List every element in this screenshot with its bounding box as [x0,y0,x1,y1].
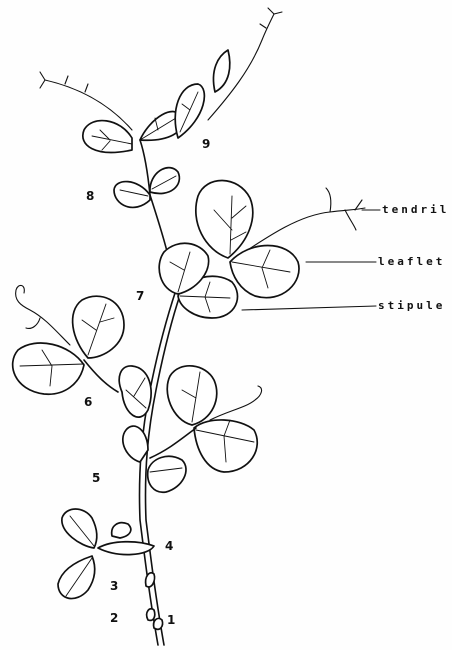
callout-stipule: stipule [378,300,445,311]
node-label-6: 6 [84,396,92,408]
leaflet-8-left [114,182,150,208]
bud-1 [154,618,163,629]
node-label-5: 5 [92,472,100,484]
stipule-top [213,50,229,92]
callout-line-stipule [242,306,376,310]
leaflet-5-lower [148,456,186,492]
leaflet-5-right [194,420,257,472]
node-label-3: 3 [110,580,118,592]
node-label-9: 9 [202,138,210,150]
leaflet-7-top [196,180,253,258]
stipule-4 [98,542,154,555]
node-label-1: 1 [167,614,175,626]
leaflet-top-left [83,121,132,153]
leaflet-8-right [150,168,179,194]
mid-tendril [210,386,262,420]
node-label-8: 8 [86,190,94,202]
bud-2 [147,609,155,621]
left-top-tendril [45,80,132,130]
callout-leaflet: leaflet [378,256,445,267]
leaflet-5-left [123,426,148,462]
bud-3 [146,573,155,587]
leaflet-6-stem [119,366,151,417]
leaflet-6-lower [13,343,84,394]
callout-tendril: tendril [382,204,449,215]
leaflet-4-small [112,523,131,538]
left-tendril [16,285,70,345]
node-label-2: 2 [110,612,118,624]
node-label-4: 4 [165,540,173,552]
leaflet-4-upper [62,509,97,548]
node-label-7: 7 [136,290,144,302]
